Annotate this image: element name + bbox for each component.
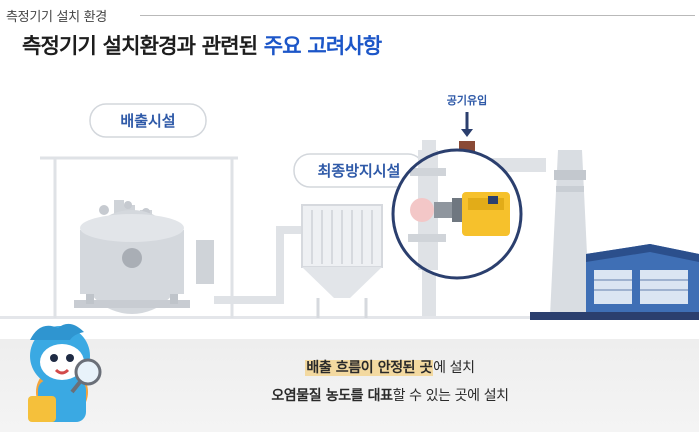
- caption-1-bold: 배출 흐름이 안정된 곳: [305, 360, 434, 376]
- magnifier-zoom: [391, 148, 523, 280]
- chimney-stack: [530, 150, 699, 320]
- caption-2-rest: 할 수 있는 곳에 설치: [392, 388, 509, 404]
- ground-base: [530, 312, 699, 320]
- page-title: 측정기기 설치환경과 관련된 주요 고려사항: [22, 30, 382, 60]
- mascot-character: [28, 323, 102, 422]
- caption-line-1: 배출 흐름이 안정된 곳에 설치: [180, 357, 600, 377]
- header-divider: [140, 15, 695, 16]
- final-control-text: 최종방지시설: [318, 162, 401, 180]
- sample-port: [410, 198, 434, 222]
- caption-1-rest: 에 설치: [433, 360, 475, 376]
- section-header: 측정기기 설치 환경: [0, 0, 699, 28]
- bag-filter: [301, 204, 383, 318]
- warehouse: [586, 244, 699, 312]
- air-inflow-marker: 공기유입: [447, 93, 487, 154]
- caption-2-bold: 오염물질 농도를 대표: [271, 388, 393, 404]
- magnifier-icon: [74, 358, 102, 386]
- down-arrow-icon: [461, 129, 473, 137]
- caption-line-2: 오염물질 농도를 대표할 수 있는 곳에 설치: [180, 385, 600, 405]
- boiler-building: [40, 156, 238, 318]
- page-title-prefix: 측정기기 설치환경과 관련된: [22, 34, 264, 58]
- boiler-tank: [74, 200, 190, 314]
- emission-facility-label: 배출시설: [89, 103, 207, 138]
- air-inflow-text: 공기유입: [447, 93, 487, 107]
- page-title-highlight: 주요 고려사항: [263, 34, 382, 58]
- ground-line: [0, 316, 699, 319]
- section-label: 측정기기 설치 환경: [6, 10, 107, 25]
- emission-facility-text: 배출시설: [120, 112, 175, 130]
- duct-1: [196, 226, 306, 304]
- footer-band: [0, 339, 699, 432]
